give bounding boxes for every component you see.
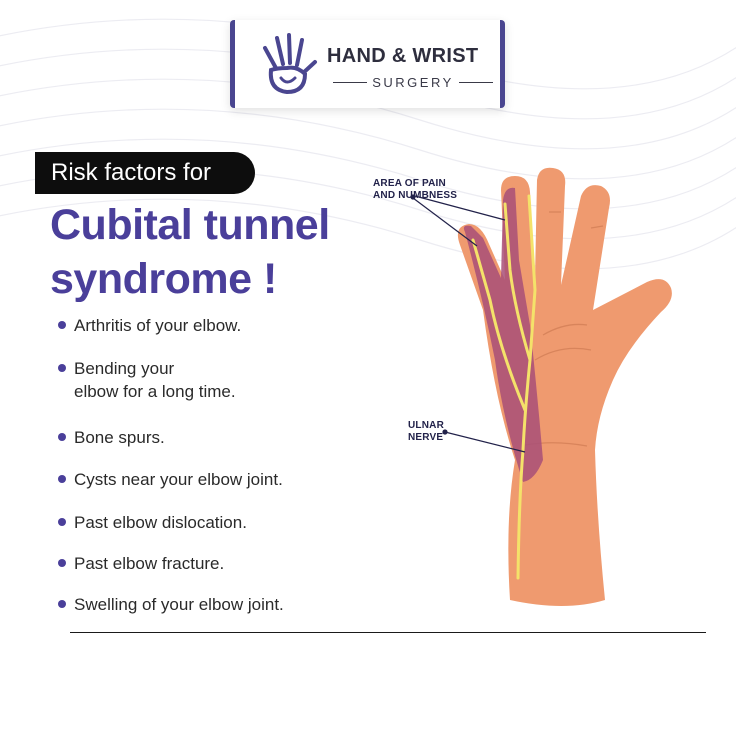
logo-title: HAND & WRIST xyxy=(327,45,479,67)
list-item: Past elbow fracture. xyxy=(58,552,394,575)
logo-subtitle-text: SURGERY xyxy=(372,75,454,90)
annotation-pointers xyxy=(410,194,526,453)
ulnar-nerve-label-line2: NERVE xyxy=(408,432,444,443)
logo-rule-right xyxy=(458,82,493,83)
list-item-text: Cysts near your elbow joint. xyxy=(74,470,283,489)
logo-card: HAND & WRIST SURGERY xyxy=(230,20,505,108)
list-item: Cysts near your elbow joint. xyxy=(58,468,394,491)
list-item-text: Past elbow dislocation. xyxy=(74,513,247,532)
list-item-text: Arthritis of your elbow. xyxy=(74,316,242,335)
logo-rule-left xyxy=(333,82,368,83)
bullet-dot xyxy=(58,518,66,526)
bullet-dot xyxy=(58,433,66,441)
pain-area-label-line1: AREA OF PAIN xyxy=(373,178,446,189)
list-item: Swelling of your elbow joint. xyxy=(58,593,394,616)
list-item: Bending your elbow for a long time. xyxy=(58,357,394,403)
bullet-dot xyxy=(58,321,66,329)
list-item-text-continued: elbow for a long time. xyxy=(74,382,236,401)
ulnar-nerve-label-line1: ULNAR xyxy=(408,420,444,431)
hand-logo-icon xyxy=(263,33,317,95)
list-item-text: Bone spurs. xyxy=(74,428,165,447)
bullet-dot xyxy=(58,600,66,608)
hand-skin-shape xyxy=(457,167,672,606)
logo-subtitle: SURGERY xyxy=(333,75,493,90)
list-item: Bone spurs. xyxy=(58,426,394,449)
risk-factors-pill: Risk factors for xyxy=(35,152,255,194)
list-item-text: Bending your xyxy=(74,359,175,378)
pain-area-label: AREA OF PAIN AND NUMBNESS xyxy=(373,178,457,202)
bullet-dot xyxy=(58,559,66,567)
list-item-text: Past elbow fracture. xyxy=(74,554,225,573)
bottom-divider xyxy=(70,632,706,633)
list-item: Past elbow dislocation. xyxy=(58,511,394,534)
bullet-dot xyxy=(58,475,66,483)
page-title: Cubital tunnel syndrome ! xyxy=(50,198,390,306)
bullet-dot xyxy=(58,364,66,372)
title-line-2: syndrome ! xyxy=(50,255,277,303)
list-item: Arthritis of your elbow. xyxy=(58,314,394,337)
ulnar-nerve-line xyxy=(471,194,537,580)
ulnar-nerve-label: ULNAR NERVE xyxy=(408,420,444,444)
hand-illustration xyxy=(410,167,672,606)
title-line-1: Cubital tunnel xyxy=(50,201,330,249)
pain-area-label-line2: AND NUMBNESS xyxy=(373,190,458,201)
list-item-text: Swelling of your elbow joint. xyxy=(74,595,284,614)
